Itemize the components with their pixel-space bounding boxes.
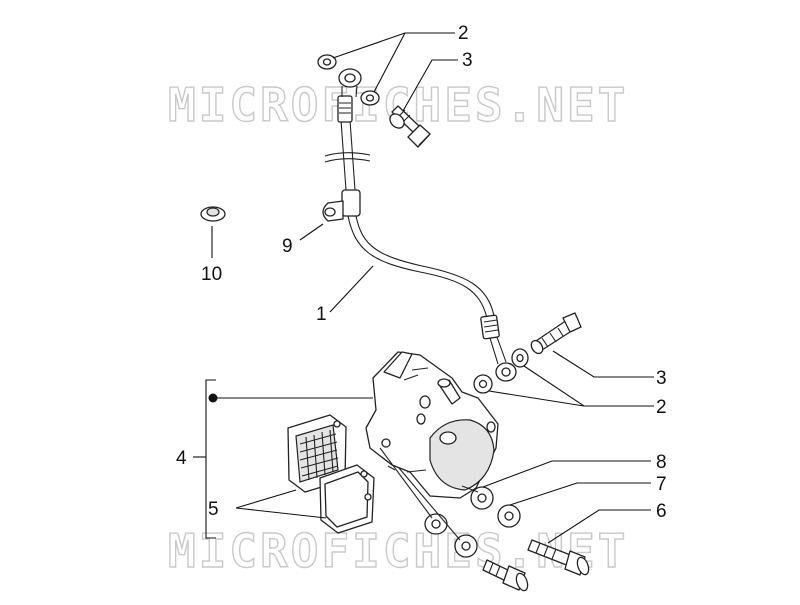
callout-1: 1: [316, 304, 327, 325]
washer-lower-a: [511, 348, 529, 368]
callout-3-right: 3: [656, 368, 667, 389]
washer-7-lower: [454, 534, 478, 558]
callout-3-top: 3: [462, 50, 473, 71]
cap-fitting-10: [200, 206, 226, 222]
caliper-bolt-upper: [527, 539, 590, 576]
callout-4: 4: [176, 448, 187, 469]
callout-5: 5: [208, 499, 219, 520]
brake-pad-front: [319, 464, 375, 534]
brake-caliper: [365, 351, 499, 499]
brake-pad-back: [287, 414, 347, 493]
washer-8: [470, 486, 494, 510]
washer-top-right: [360, 90, 380, 106]
banjo-bolt-lower: [530, 312, 582, 355]
callout-10: 10: [201, 264, 222, 285]
callout-8: 8: [656, 452, 667, 473]
banjo-bolt-top: [389, 105, 431, 148]
callout-7: 7: [656, 474, 667, 495]
washer-8-lower: [424, 513, 448, 535]
callout-2-top: 2: [458, 23, 469, 44]
washer-7: [497, 504, 521, 528]
leader-lines: [193, 32, 654, 544]
callout-6: 6: [656, 501, 667, 522]
washer-top-left: [317, 54, 337, 70]
callout-9: 9: [282, 236, 293, 257]
callout-2-right: 2: [656, 397, 667, 418]
brake-hose: [322, 68, 517, 382]
caliper-bolt-lower: [482, 559, 529, 592]
washer-lower-b: [473, 374, 493, 394]
